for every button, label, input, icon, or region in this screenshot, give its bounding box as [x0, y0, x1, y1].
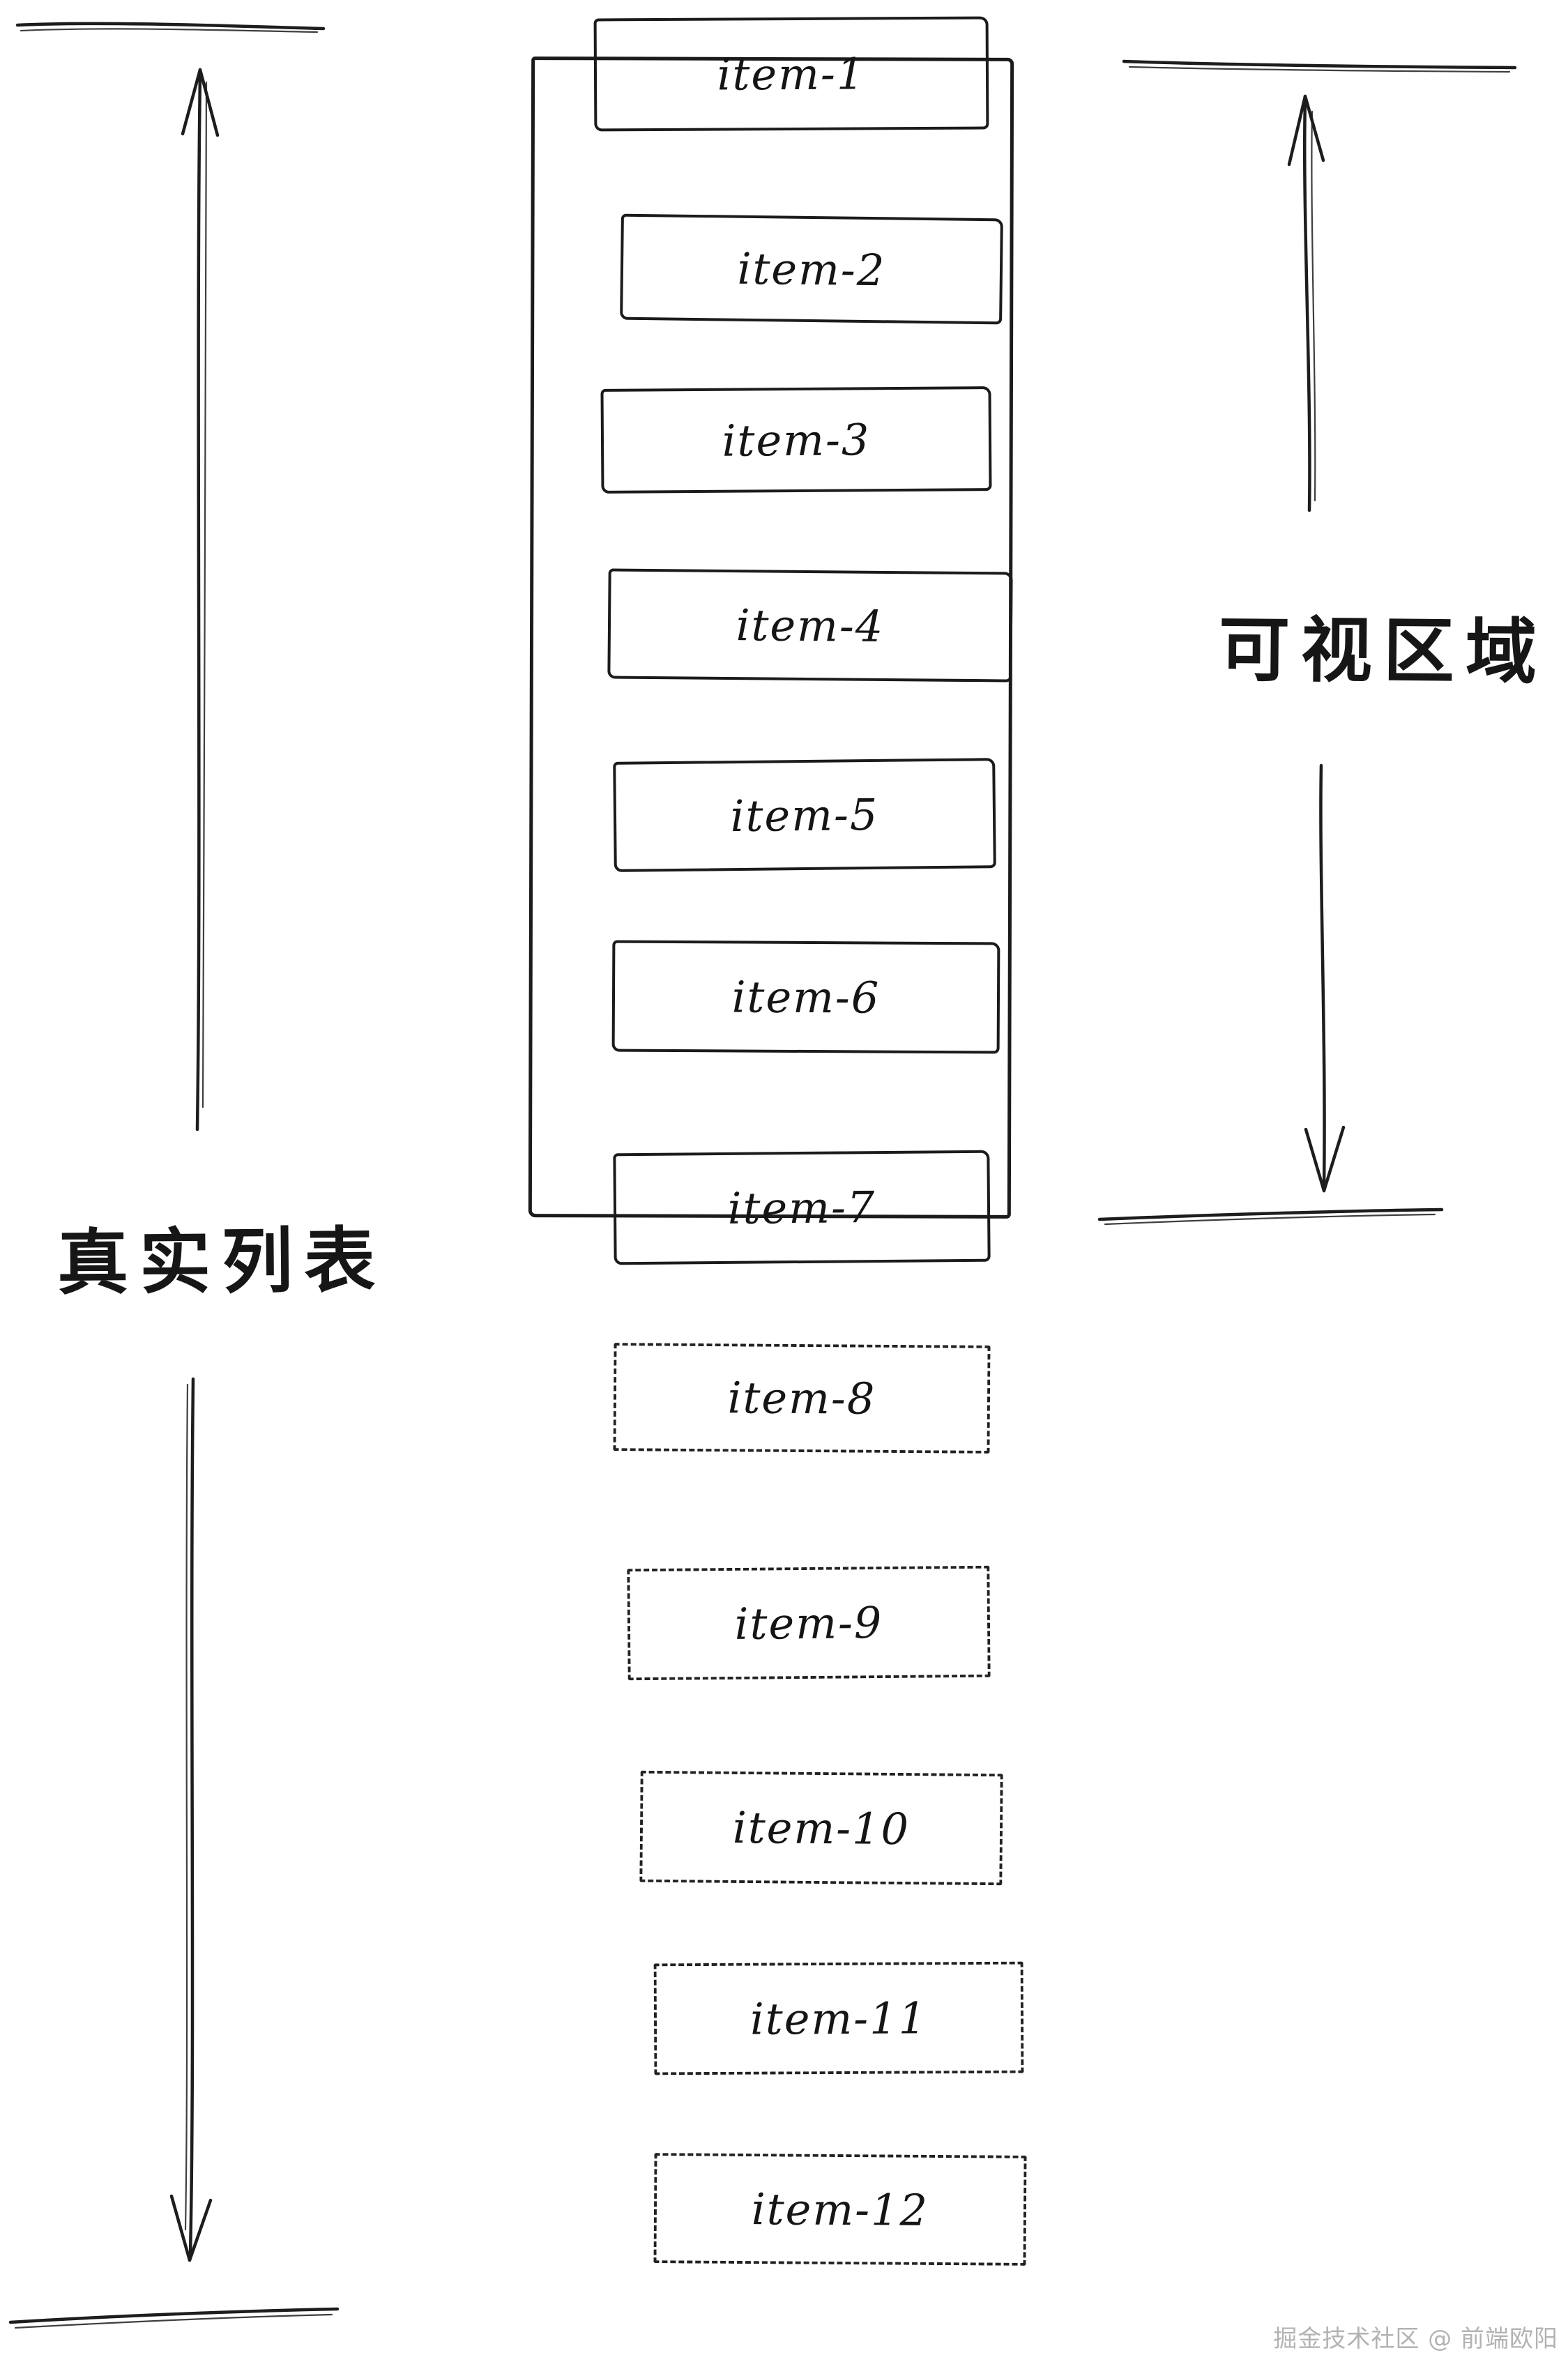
visible-area-up-arrow — [1287, 94, 1325, 512]
list-item: item-6 — [611, 940, 1000, 1054]
visible-area-down-arrow — [1304, 763, 1346, 1193]
list-item: item-3 — [600, 386, 992, 494]
visible-area-label: 可视区域 — [1218, 608, 1548, 695]
list-item: item-1 — [593, 16, 989, 132]
list-item: item-2 — [620, 213, 1003, 325]
visible-area-bottom-line — [1097, 1207, 1444, 1226]
list-item: item-5 — [613, 758, 996, 872]
real-list-label: 真实列表 — [56, 1219, 387, 1306]
real-list-down-arrow — [169, 1377, 213, 2262]
list-item: item-9 — [627, 1565, 991, 1681]
list-item: item-8 — [613, 1343, 991, 1454]
real-list-top-line — [15, 22, 326, 33]
visible-area-top-line — [1122, 59, 1517, 73]
list-item: item-11 — [653, 1961, 1024, 2075]
watermark: 掘金技术社区 @ 前端欧阳 — [1273, 2325, 1558, 2353]
list-item: item-7 — [613, 1150, 991, 1265]
list-item: item-4 — [607, 568, 1013, 683]
list-item: item-10 — [639, 1770, 1003, 1886]
real-list-bottom-line — [8, 2307, 340, 2329]
real-list-up-arrow — [181, 68, 220, 1132]
list-item: item-12 — [653, 2153, 1027, 2266]
